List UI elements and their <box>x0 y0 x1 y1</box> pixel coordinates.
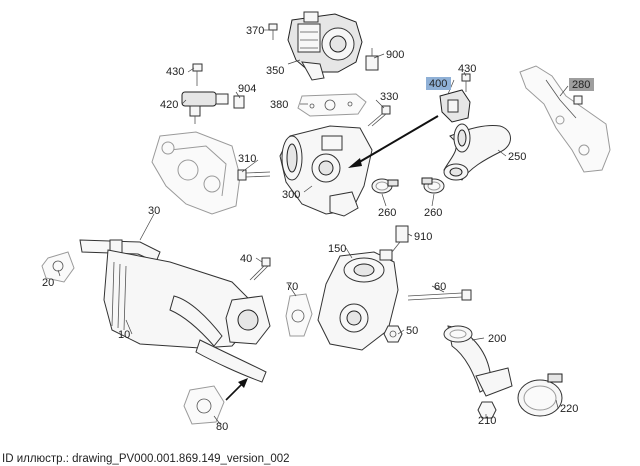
callout-400-highlight <box>426 77 451 90</box>
callout-300[interactable]: 300 <box>282 189 300 201</box>
part-370-bolt <box>268 23 278 40</box>
callout-40[interactable]: 40 <box>240 253 252 265</box>
callout-420[interactable]: 420 <box>160 99 178 111</box>
part-280-bracket <box>519 65 611 173</box>
leader-lines <box>57 29 569 425</box>
part-50-nut <box>383 325 403 343</box>
callout-330[interactable]: 330 <box>380 91 398 103</box>
part-910-connector <box>391 225 409 253</box>
callout-20[interactable]: 20 <box>42 277 54 289</box>
callout-250[interactable]: 250 <box>508 151 526 163</box>
callout-260-left[interactable]: 260 <box>378 207 396 219</box>
part-220-clamp <box>517 373 563 417</box>
callout-370[interactable]: 370 <box>246 25 264 37</box>
part-310-bolt <box>237 169 271 181</box>
part-420-sensor <box>181 91 229 124</box>
callout-350[interactable]: 350 <box>266 65 284 77</box>
callout-10[interactable]: 10 <box>118 329 130 341</box>
callout-380[interactable]: 380 <box>270 99 288 111</box>
part-400-sensor <box>439 89 471 123</box>
callout-150[interactable]: 150 <box>328 243 346 255</box>
callout-60[interactable]: 60 <box>434 281 446 293</box>
part-20-gasket <box>41 251 75 283</box>
part-210-nut <box>477 401 497 419</box>
callout-210[interactable]: 210 <box>478 415 496 427</box>
callout-280[interactable]: 280 <box>572 79 590 91</box>
callout-430-left[interactable]: 430 <box>166 66 184 78</box>
arrow-80-head <box>238 378 248 388</box>
callout-400[interactable]: 400 <box>429 78 447 90</box>
part-330-bolt <box>367 105 391 127</box>
callout-220[interactable]: 220 <box>560 403 578 415</box>
part-40-bolt <box>249 257 271 281</box>
callout-910[interactable]: 910 <box>414 231 432 243</box>
arrow-400-head <box>348 158 362 168</box>
part-150-egr-valve <box>317 249 399 351</box>
part-70-gasket <box>285 293 313 337</box>
part-350-actuator <box>287 11 363 81</box>
callout-904[interactable]: 904 <box>238 83 256 95</box>
exhaust-manifold-faint <box>151 131 241 215</box>
part-430-bolt-left <box>192 63 203 86</box>
part-260-clamp-right <box>421 177 445 194</box>
part-900-connector <box>365 48 379 71</box>
part-300-egr-housing <box>279 125 373 217</box>
callout-260-right[interactable]: 260 <box>424 207 442 219</box>
part-250-pipe <box>443 123 511 181</box>
callout-280-highlight <box>569 78 594 91</box>
part-260-clamp-left <box>371 178 399 194</box>
callout-30[interactable]: 30 <box>148 205 160 217</box>
callout-80[interactable]: 80 <box>216 421 228 433</box>
callout-200[interactable]: 200 <box>488 333 506 345</box>
part-10-egr-cooler <box>103 249 267 383</box>
illustration-id: ID иллюстр.: drawing_PV000.001.869.149_v… <box>2 453 290 465</box>
callout-50[interactable]: 50 <box>406 325 418 337</box>
callout-900[interactable]: 900 <box>386 49 404 61</box>
part-80-gasket <box>183 385 225 425</box>
part-60-bolt <box>407 289 472 301</box>
arrow-400-to-300 <box>355 115 439 165</box>
callout-430-right[interactable]: 430 <box>458 63 476 75</box>
cooler-outlet-flange <box>225 295 271 345</box>
part-380-gasket <box>297 93 367 117</box>
callout-310[interactable]: 310 <box>238 153 256 165</box>
part-430-bolt-right <box>461 73 471 92</box>
part-200-pipe <box>443 325 513 397</box>
part-904-connector <box>233 95 245 109</box>
callout-70[interactable]: 70 <box>286 281 298 293</box>
